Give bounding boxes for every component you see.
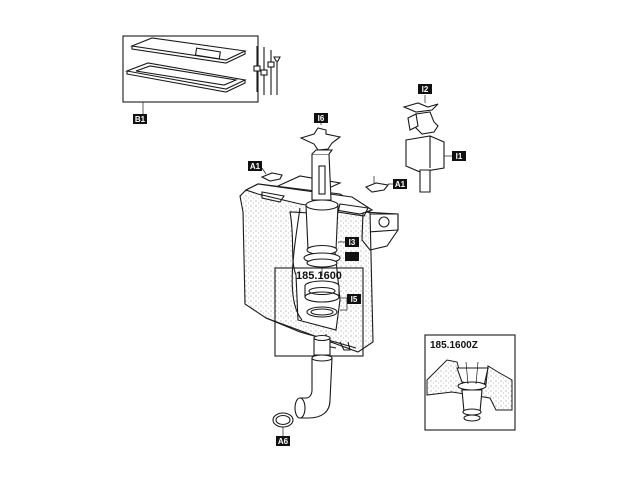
kit-code: 185.1600: [296, 270, 342, 282]
label-i5-text: I5: [351, 295, 358, 304]
inset-frame: [424, 334, 516, 431]
label-b1-text: B1: [135, 115, 146, 124]
label-i6: I6: [314, 113, 328, 123]
fill-valve: I2 I1: [402, 84, 466, 193]
label-a1-right-text: A1: [395, 180, 406, 189]
label-i2: I2: [418, 84, 432, 94]
label-i2-text: I2: [422, 85, 429, 94]
support-clip-left: A1: [248, 161, 283, 182]
label-a1-right: A1: [393, 179, 407, 189]
inset-detail: 185.1600Z: [424, 334, 516, 431]
label-a6: A6: [276, 436, 290, 446]
label-a1-left-text: A1: [250, 162, 261, 171]
actuator-cross: [299, 127, 342, 151]
label-i3-text: I3: [349, 238, 356, 247]
cover-plate-group: B1: [122, 35, 281, 124]
fixing-screws: [253, 46, 281, 95]
flush-valve: [299, 120, 342, 276]
label-i1: I1: [452, 151, 466, 161]
cover-plate: [129, 37, 247, 61]
label-i5: I5: [347, 294, 361, 304]
blank-label-marker: [345, 252, 359, 261]
label-a1-left: A1: [248, 161, 262, 171]
outlet-bend: A6: [272, 334, 333, 446]
support-clip-right: A1: [364, 176, 407, 193]
label-i6-text: I6: [318, 114, 325, 123]
label-b1: B1: [133, 114, 147, 124]
seal-set: [274, 267, 364, 357]
label-i3: I3: [338, 237, 359, 247]
label-a6-text: A6: [278, 437, 289, 446]
label-i1-text: I1: [456, 152, 463, 161]
inset-code: 185.1600Z: [430, 340, 478, 351]
